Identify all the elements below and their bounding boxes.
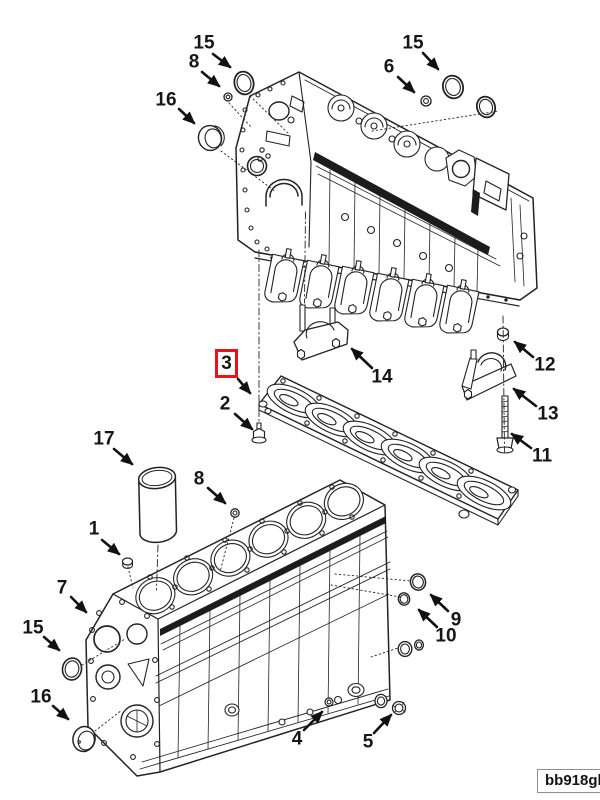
arrow-10 <box>417 608 439 629</box>
callout-13[interactable]: 13 <box>537 403 559 425</box>
arrow-4 <box>302 710 324 732</box>
lower-seals-and-plugs <box>61 508 427 753</box>
arrow-8-top <box>200 70 221 88</box>
callout-8-bottom[interactable]: 8 <box>193 468 205 490</box>
callout-7[interactable]: 7 <box>56 577 68 599</box>
callout-2[interactable]: 2 <box>219 393 231 415</box>
callout-1[interactable]: 1 <box>88 518 100 540</box>
callout-12[interactable]: 12 <box>534 354 556 376</box>
callout-5[interactable]: 5 <box>362 731 374 753</box>
arrow-13 <box>512 387 538 408</box>
arrow-12 <box>513 340 535 359</box>
cup-plug <box>374 693 388 709</box>
plug-1 <box>121 557 134 569</box>
front-face-details <box>88 599 160 760</box>
side-bosses <box>224 682 365 726</box>
leader-lines <box>81 95 505 732</box>
callout-10[interactable]: 10 <box>435 625 457 647</box>
seal-10 <box>397 592 411 606</box>
callout-14[interactable]: 14 <box>371 366 393 388</box>
bearing-cap-14 <box>293 304 349 361</box>
arrow-16-bottom <box>51 704 70 721</box>
plug-8-top <box>223 92 233 102</box>
arrow-16-top <box>177 107 196 125</box>
callout-16-top[interactable]: 16 <box>155 89 177 111</box>
plug-4 <box>324 697 334 707</box>
plug-5 <box>391 700 407 716</box>
cylinder-liner-17 <box>137 466 178 544</box>
callout-4[interactable]: 4 <box>291 728 303 750</box>
oring-extra-right <box>475 95 497 119</box>
arrow-2 <box>233 412 254 431</box>
seal-9 <box>409 573 427 591</box>
arrow-14 <box>350 347 374 370</box>
arrow-6 <box>396 75 416 94</box>
arrow-11 <box>510 432 533 450</box>
callout-9[interactable]: 9 <box>450 609 462 631</box>
plug-6 <box>420 95 432 107</box>
skirt-bosses <box>340 212 454 273</box>
seal-pair-right <box>397 639 425 658</box>
callout-16-bottom[interactable]: 16 <box>30 686 52 708</box>
arrow-17 <box>112 447 134 466</box>
arrow-5 <box>372 713 393 735</box>
arrow-7 <box>69 595 88 614</box>
callout-15-bottom[interactable]: 15 <box>22 617 44 639</box>
callout-17[interactable]: 17 <box>93 428 115 450</box>
bracket-13 <box>461 349 517 401</box>
plate-bolt-holes <box>239 80 295 252</box>
bedplate-bolt-holes <box>280 378 474 499</box>
upper-cylinder-block <box>235 71 538 338</box>
arrow-1 <box>100 538 121 556</box>
figure-code-badge: bb918gl <box>537 769 600 793</box>
arrow-15-top-right <box>421 51 440 71</box>
lower-cylinder-block <box>85 476 391 777</box>
callout-15-top-left[interactable]: 15 <box>193 32 215 54</box>
bolt-2 <box>251 422 267 444</box>
deck-bolt-holes <box>147 484 355 610</box>
bolt-11 <box>496 395 514 454</box>
bushing-16-top <box>197 124 225 152</box>
callout-6[interactable]: 6 <box>383 56 395 78</box>
plug-8-bottom <box>230 508 240 518</box>
callout-15-top-right[interactable]: 15 <box>402 32 424 54</box>
bushing-16-bottom-left <box>72 725 96 753</box>
arrow-9 <box>429 593 450 613</box>
arrow-15-top-left <box>211 52 232 69</box>
oring-15-top-right <box>441 74 465 100</box>
callout-11[interactable]: 11 <box>531 445 553 467</box>
arrow-8-bottom <box>206 486 227 505</box>
arrow-3 <box>236 377 252 395</box>
callout-arrows <box>42 51 538 735</box>
oring-15-top-left <box>233 70 255 96</box>
callout-3-highlighted[interactable]: 3 <box>215 349 238 378</box>
bedplate-part-3 <box>258 375 519 526</box>
bushing-15-bottom-left <box>61 657 83 681</box>
callout-8-top[interactable]: 8 <box>188 51 200 73</box>
arrow-15-bottom <box>42 635 61 652</box>
